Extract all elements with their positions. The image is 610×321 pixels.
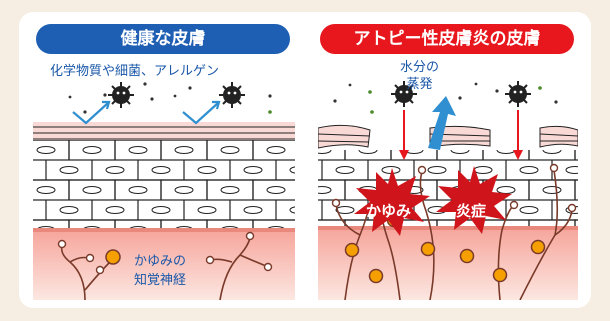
dermis-layer: [33, 230, 295, 300]
inflamed-dermis: [318, 228, 578, 300]
itch-receptor-dots: [344, 212, 546, 284]
allergen-particles-left: [68, 82, 272, 114]
irritants-caption: 化学物質や細菌、アレルゲン: [50, 64, 220, 79]
allergen-particles-right: [333, 82, 558, 114]
atopic-skin-panel: [318, 124, 578, 300]
itch-nerve-label-line2: 知覚神経: [134, 273, 187, 288]
evaporation-label-line2: 蒸発: [406, 77, 433, 92]
healthy-skin-title: 健康な皮膚: [36, 24, 290, 54]
deflect-arrow-icon: [72, 100, 221, 125]
evaporation-label: 水分の 蒸発: [400, 59, 439, 93]
inflammation-burst-label: 炎症: [456, 202, 487, 220]
nerve-endings: [57, 231, 273, 275]
bacteria-icon: [505, 81, 531, 107]
atopic-skin-title: アトピー性皮膚炎の皮膚: [320, 24, 574, 54]
healthy-skin-panel: [33, 122, 295, 300]
itch-burst: [354, 168, 430, 236]
bacteria-icon: [391, 81, 417, 107]
stratum-corneum: [33, 122, 295, 140]
itch-nerve-label: かゆみの 知覚神経: [134, 252, 186, 290]
epidermis-cells: [33, 140, 295, 240]
evaporation-arrow-icon: [428, 96, 456, 150]
itch-receptor-dot: [105, 249, 121, 265]
penetration-arrow-icon: [399, 110, 523, 160]
evaporation-label-line1: 水分の: [400, 60, 440, 75]
itch-nerve-label-line1: かゆみの: [134, 254, 187, 269]
nerve-fibers: [60, 237, 267, 300]
bacteria-icon: [108, 82, 134, 108]
bacteria-icon: [219, 82, 245, 108]
itch-burst-label: かゆみ: [366, 202, 412, 220]
inflammation-burst: [436, 166, 512, 234]
